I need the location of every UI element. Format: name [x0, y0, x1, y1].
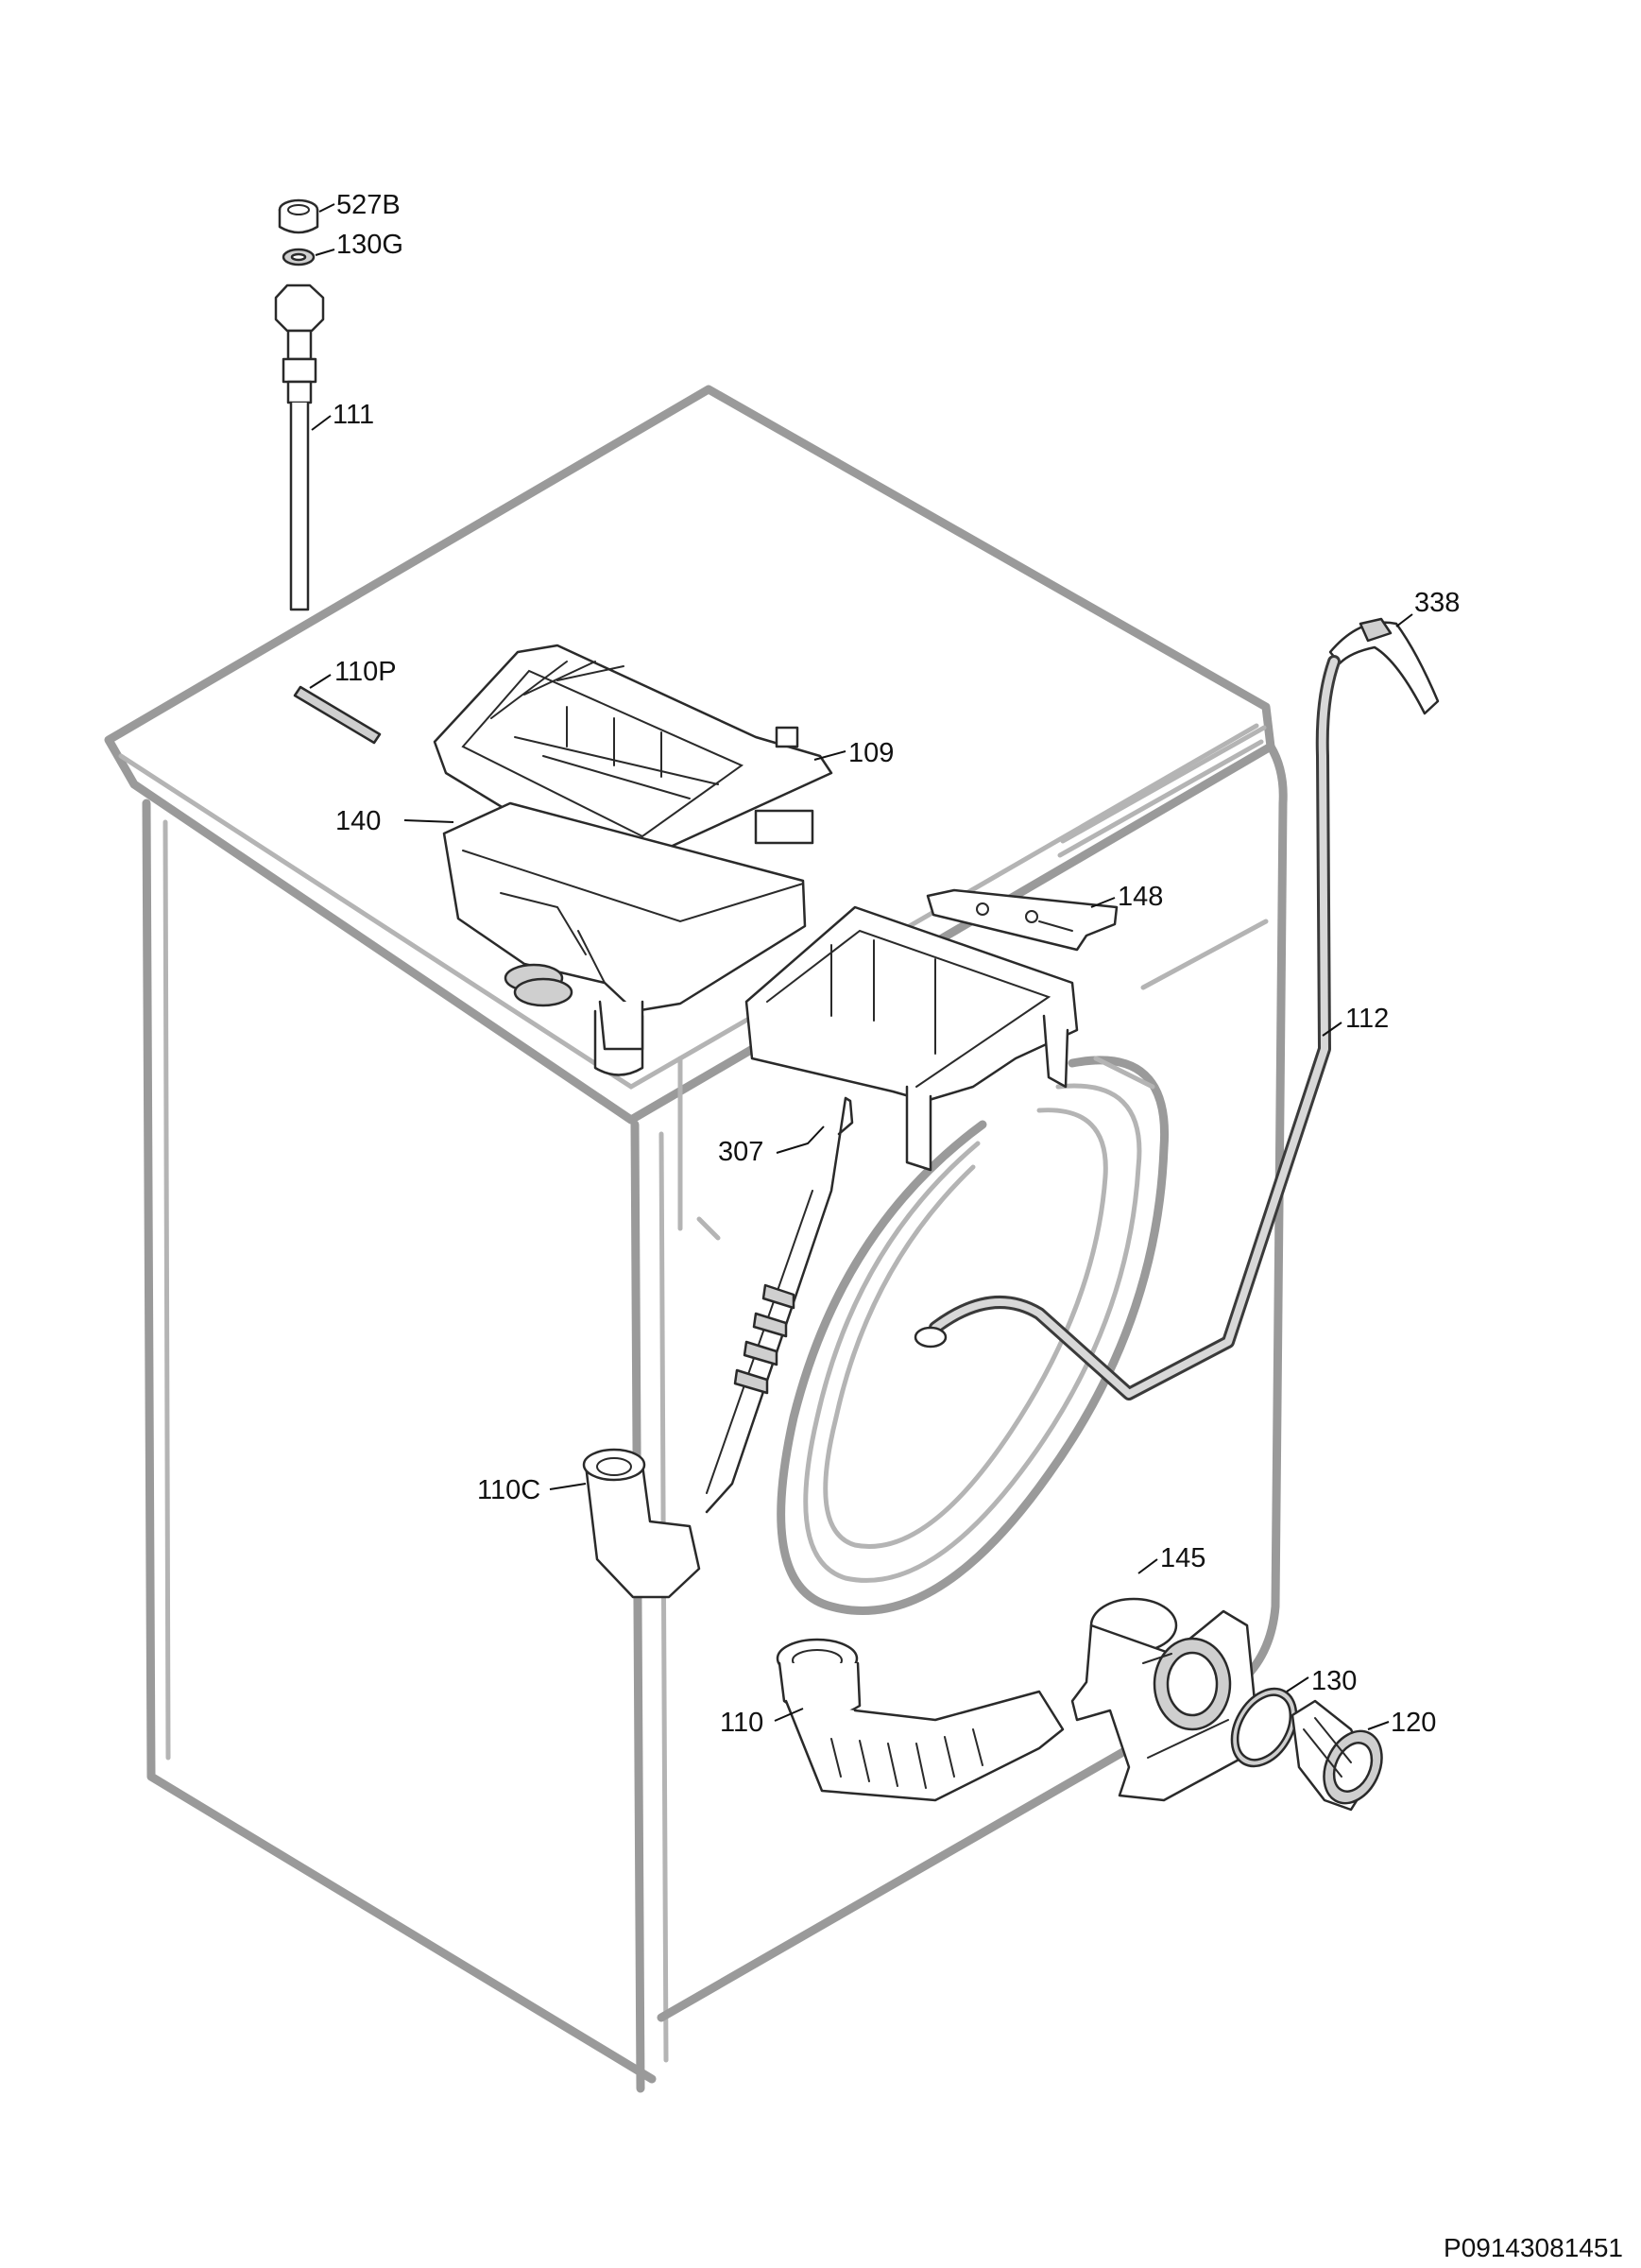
callout-labels: 527B 130G 111 338 110P 109 140 148 112 3… — [333, 190, 1460, 1738]
part-148-dispenser-insert — [926, 888, 1119, 952]
callout-111: 111 — [333, 400, 374, 430]
part-130G-washer — [282, 248, 316, 266]
part-527B-inlet-adaptor — [278, 198, 319, 234]
part-110P-rod — [293, 685, 382, 745]
drawing-code: P09143081451 — [1444, 2233, 1623, 2262]
callout-112: 112 — [1345, 1004, 1389, 1034]
part-111-inlet-hose — [274, 284, 325, 611]
callout-527B: 527B — [336, 190, 401, 220]
part-110-sump-hose — [776, 1638, 1065, 1802]
callout-110: 110 — [720, 1708, 763, 1738]
callout-148: 148 — [1118, 882, 1163, 912]
callout-130: 130 — [1311, 1666, 1357, 1696]
callout-338: 338 — [1414, 588, 1460, 618]
callout-120: 120 — [1391, 1708, 1436, 1738]
callout-145: 145 — [1160, 1543, 1205, 1573]
part-338-hose-bracket — [1328, 617, 1440, 715]
part-110C-detergent-hose — [582, 1096, 854, 1599]
callout-109: 109 — [848, 738, 894, 768]
part-307-detergent-drawer — [744, 905, 1079, 1172]
callout-leaders — [309, 203, 1413, 1730]
callout-110P: 110P — [334, 657, 397, 687]
callout-110C: 110C — [477, 1475, 540, 1505]
part-120-drain-filter — [1291, 1699, 1383, 1812]
part-140-dispenser-housing — [442, 801, 807, 1076]
part-145-pump-housing — [1070, 1597, 1258, 1802]
part-112-drain-hose — [914, 655, 1341, 1400]
washing-machine-cabinet — [104, 385, 1288, 2093]
part-130-seal-ring — [1230, 1687, 1298, 1768]
callout-140: 140 — [335, 806, 381, 836]
callout-130G: 130G — [336, 230, 403, 260]
callout-307: 307 — [718, 1137, 763, 1167]
